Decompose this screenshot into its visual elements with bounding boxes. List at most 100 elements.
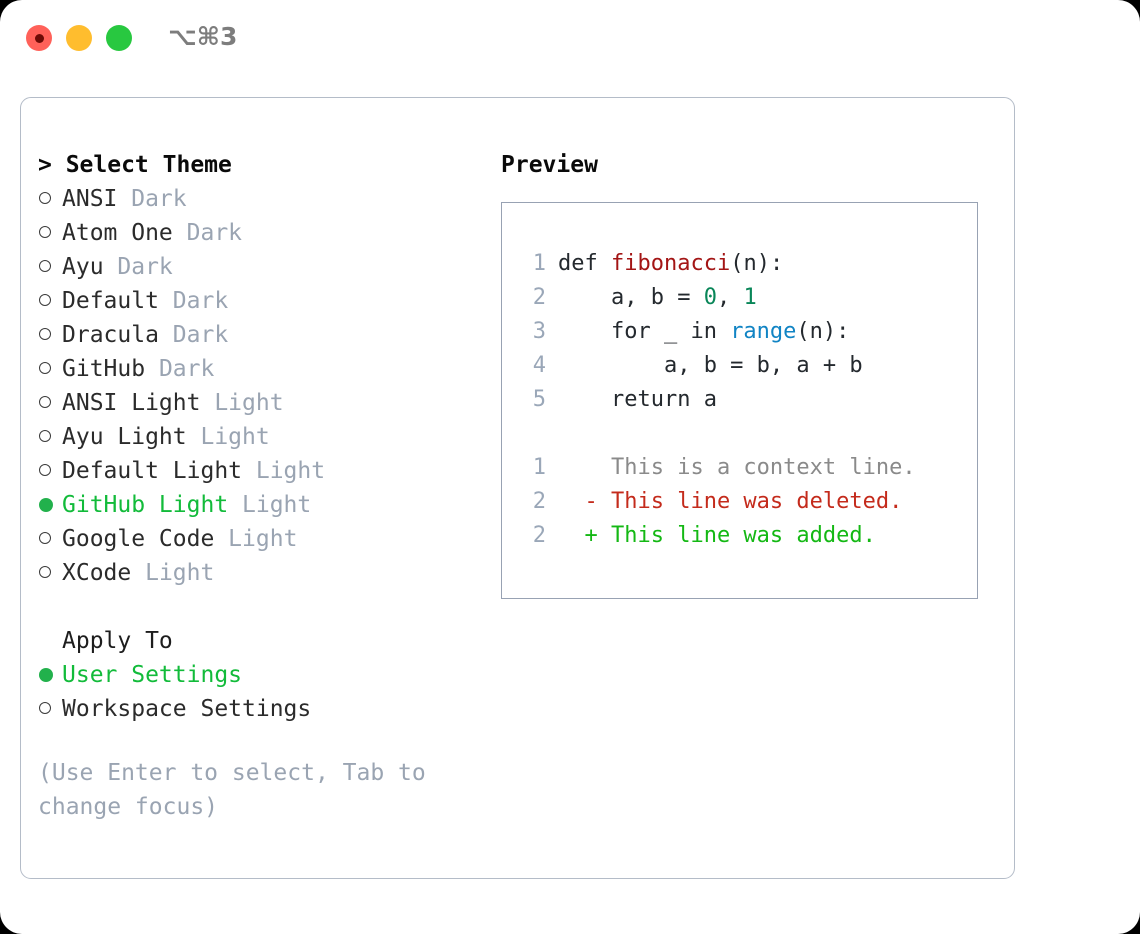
- radio-unselected-icon[interactable]: [38, 454, 62, 488]
- theme-variant: Light: [242, 458, 326, 484]
- code-token: 0: [703, 285, 717, 310]
- title-bar: ⌥⌘3: [0, 0, 1140, 78]
- traffic-light-buttons: [26, 25, 132, 51]
- line-number: 2: [532, 523, 546, 548]
- select-theme-heading: > Select Theme: [38, 152, 232, 178]
- code-token: ,: [716, 285, 744, 310]
- keyboard-shortcut-label: ⌥⌘3: [168, 22, 238, 51]
- code-token: def: [558, 251, 611, 276]
- close-button[interactable]: [26, 25, 52, 51]
- theme-list-item[interactable]: Default Dark: [38, 284, 488, 318]
- theme-list-item[interactable]: Dracula Dark: [38, 318, 488, 352]
- theme-variant: Light: [186, 424, 270, 450]
- code-text: return a: [558, 383, 717, 417]
- line-number: 1: [532, 251, 546, 276]
- line-number: 4: [532, 353, 546, 378]
- theme-name: Default Light: [62, 458, 243, 484]
- theme-list-item[interactable]: Google Code Light: [38, 522, 488, 556]
- diff-line: 1 This is a context line.: [520, 451, 977, 485]
- apply-to-item[interactable]: User Settings: [38, 658, 488, 692]
- theme-name: Google Code: [62, 526, 215, 552]
- code-token: (n):: [730, 251, 784, 276]
- theme-list-item[interactable]: XCode Light: [38, 556, 488, 590]
- radio-unselected-icon[interactable]: [38, 318, 62, 352]
- radio-unselected-icon[interactable]: [38, 352, 62, 386]
- diff-line: 2 + This line was added.: [520, 519, 977, 553]
- code-text: a, b = 0, 1: [558, 281, 757, 315]
- radio-unselected-icon[interactable]: [38, 420, 62, 454]
- keyboard-hint-text: (Use Enter to select, Tab to change focu…: [38, 760, 440, 820]
- radio-unselected-icon[interactable]: [38, 216, 62, 250]
- code-line: 4 a, b = b, a + b: [520, 349, 977, 383]
- radio-unselected-icon[interactable]: [38, 386, 62, 420]
- radio-unselected-icon[interactable]: [38, 692, 62, 726]
- diff-text: This line was added.: [610, 523, 876, 548]
- diff-marker: +: [558, 523, 611, 548]
- code-text: for _ in range(n):: [558, 315, 849, 349]
- theme-variant: Dark: [103, 254, 173, 280]
- theme-list-item[interactable]: ANSI Dark: [38, 182, 488, 216]
- theme-name: XCode: [62, 560, 132, 586]
- radio-unselected-icon[interactable]: [38, 250, 62, 284]
- diff-sample: 1 This is a context line.2 - This line w…: [520, 451, 977, 553]
- apply-to-heading: Apply To: [62, 628, 173, 654]
- radio-unselected-icon[interactable]: [38, 182, 62, 216]
- line-number: 1: [532, 455, 546, 480]
- diff-marker: [558, 451, 611, 485]
- theme-variant: Light: [131, 560, 215, 586]
- theme-name: Atom One: [62, 220, 173, 246]
- line-number: 2: [532, 285, 546, 310]
- code-token: range: [730, 319, 797, 344]
- theme-name: GitHub Light: [62, 492, 229, 518]
- theme-list-item[interactable]: ANSI Light Light: [38, 386, 488, 420]
- line-number: 5: [532, 387, 546, 412]
- preview-heading: Preview: [501, 152, 598, 178]
- theme-variant: Dark: [158, 288, 229, 314]
- theme-name: Dracula: [62, 322, 159, 348]
- radio-selected-icon[interactable]: [38, 488, 62, 522]
- theme-variant: Dark: [117, 186, 187, 212]
- code-token: 1: [743, 285, 757, 310]
- theme-name: ANSI Light: [62, 390, 201, 416]
- apply-to-item[interactable]: Workspace Settings: [38, 692, 488, 726]
- minimize-button[interactable]: [66, 25, 92, 51]
- theme-name: Ayu Light: [62, 424, 187, 450]
- theme-variant: Dark: [172, 220, 243, 246]
- theme-list-item[interactable]: GitHub Dark: [38, 352, 488, 386]
- code-text: a, b = b, a + b: [558, 349, 863, 383]
- theme-list-item[interactable]: Ayu Light Light: [38, 420, 488, 454]
- line-number: 2: [532, 489, 546, 514]
- theme-list-item[interactable]: GitHub Light Light: [38, 488, 488, 522]
- maximize-button[interactable]: [106, 25, 132, 51]
- theme-list-item[interactable]: Default Light Light: [38, 454, 488, 488]
- radio-selected-icon[interactable]: [38, 658, 62, 692]
- theme-variant: Light: [200, 390, 284, 416]
- theme-variant: Dark: [145, 356, 215, 382]
- code-line: 3 for _ in range(n):: [520, 315, 977, 349]
- diff-line: 2 - This line was deleted.: [520, 485, 977, 519]
- theme-variant: Light: [214, 526, 298, 552]
- radio-unselected-icon[interactable]: [38, 522, 62, 556]
- radio-unselected-icon[interactable]: [38, 284, 62, 318]
- code-token: a, b =: [558, 285, 704, 310]
- theme-name: Default: [62, 288, 159, 314]
- code-line: 2 a, b = 0, 1: [520, 281, 977, 315]
- diff-marker: -: [558, 489, 611, 514]
- theme-name: GitHub: [62, 356, 146, 382]
- theme-list-item[interactable]: Ayu Dark: [38, 250, 488, 284]
- diff-text: This is a context line.: [610, 455, 916, 480]
- code-token: for _ in: [558, 319, 731, 344]
- theme-name: ANSI: [62, 186, 118, 212]
- apply-to-label: Workspace Settings: [62, 696, 312, 722]
- radio-unselected-icon[interactable]: [38, 556, 62, 590]
- theme-variant: Dark: [158, 322, 229, 348]
- theme-list-item[interactable]: Atom One Dark: [38, 216, 488, 250]
- line-number: 3: [532, 319, 546, 344]
